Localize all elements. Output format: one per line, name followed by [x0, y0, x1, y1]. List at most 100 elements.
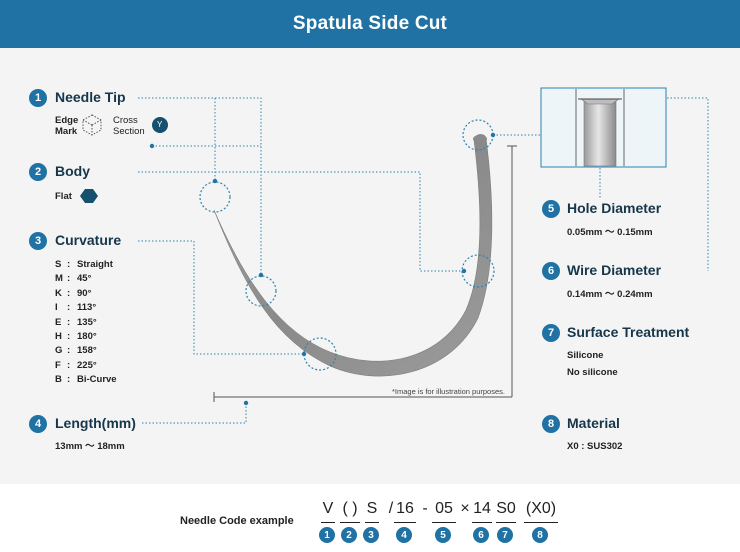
hole-diameter-title: Hole Diameter: [567, 200, 662, 216]
curvature-separator: :: [67, 345, 71, 357]
needle-code-number-badge: 1: [319, 527, 335, 543]
curvature-code: K: [55, 287, 62, 299]
hole-detail-panel: [540, 87, 667, 168]
edge-mark-label-2: Mark: [55, 126, 78, 137]
cross-section-icon: [152, 117, 168, 133]
curvature-separator: :: [67, 359, 71, 371]
curvature-separator: :: [67, 374, 71, 386]
curvature-code: S: [55, 259, 62, 270]
number-badge: 1: [29, 89, 47, 107]
curvature-value: 135°: [77, 316, 97, 328]
needle-code-underline: [432, 522, 456, 523]
cross-section-symbol: Y: [157, 120, 163, 129]
wire-diameter-range: 0.14mm ～ 0.24mm: [567, 289, 653, 300]
needle-code-char: S: [366, 500, 378, 517]
curvature-item: H:180°: [55, 331, 97, 342]
needle-shape: [213, 134, 493, 377]
edge-mark-icon: [82, 114, 102, 136]
needle-code-number-badge: 5: [435, 527, 451, 543]
needle-code-number-badge: 2: [341, 527, 357, 543]
curvature-value: 113°: [77, 302, 97, 314]
needle-code-underline: [472, 522, 492, 523]
curvature-separator: :: [67, 316, 71, 328]
number-badge: 4: [29, 415, 47, 433]
curvature-code: M: [55, 273, 63, 285]
needle-code-number-badge: 6: [473, 527, 489, 543]
curvature-title: Curvature: [55, 232, 122, 248]
number-badge: 7: [542, 324, 560, 342]
edge-mark-label-1: Edge: [55, 115, 79, 126]
curvature-code: I: [55, 302, 58, 314]
needle-code-char: S0: [496, 500, 516, 517]
curvature-item: F:225°: [55, 360, 97, 371]
needle-code-underline: [524, 522, 558, 523]
number-badge: 3: [29, 232, 47, 250]
number-badge: 5: [542, 200, 560, 218]
curvature-separator: :: [67, 273, 71, 285]
needle-code-underline: [340, 522, 360, 523]
wire-diameter-title: Wire Diameter: [567, 262, 662, 278]
cross-section-label-2: Section: [113, 126, 145, 137]
body-title: Body: [55, 163, 90, 179]
curvature-value: Bi-Curve: [77, 374, 117, 386]
curvature-code: E: [55, 316, 62, 328]
hole-diameter-range: 0.05mm ～ 0.15mm: [567, 227, 653, 238]
tip-circle: [199, 181, 231, 213]
curvature-value: 180°: [77, 331, 97, 342]
needle-code-number-badge: 4: [396, 527, 412, 543]
curvature-code: H: [55, 331, 62, 342]
number-badge: 2: [29, 163, 47, 181]
needle-code-char: 14: [473, 500, 491, 517]
curve-circle: [245, 275, 277, 307]
needle-code-number-badge: 8: [532, 527, 548, 543]
curvature-value: 90°: [77, 287, 92, 299]
curvature-separator: :: [67, 259, 71, 270]
curvature-value: 45°: [77, 273, 92, 285]
needle-code-underline: [496, 522, 516, 523]
needle-code-char: -: [422, 500, 428, 517]
curvature-item: I:113°: [55, 302, 96, 313]
needle-code-underline: [394, 522, 416, 523]
needle-code-char: /: [388, 500, 394, 517]
curvature-separator: :: [67, 287, 71, 299]
number-badge: 6: [542, 262, 560, 280]
curvature-item: G:158°: [55, 345, 97, 356]
curvature-item: K:90°: [55, 288, 91, 299]
needle-tip-title: Needle Tip: [55, 89, 126, 105]
illustration-note: *Image is for illustration purposes.: [392, 387, 505, 396]
curvature-separator: :: [67, 302, 71, 314]
needle-code-char: 05: [435, 500, 453, 517]
needle-code-char: (X0): [525, 500, 557, 517]
surface-treatment-title: Surface Treatment: [567, 324, 690, 340]
curvature-code: G: [55, 345, 63, 357]
curvature-item: M:45°: [55, 273, 91, 284]
curvature-item: E:135°: [55, 317, 97, 328]
curvature-value: 225°: [77, 359, 97, 371]
needle-code-number-badge: 7: [497, 527, 513, 543]
surface-option-silicone: Silicone: [567, 350, 604, 361]
material-title: Material: [567, 415, 620, 431]
needle-code-char: ×: [460, 500, 470, 517]
body-flat-label: Flat: [55, 191, 72, 202]
curvature-item: S: Straight: [55, 259, 113, 270]
needle-code-underline: [365, 522, 379, 523]
curvature-value: 158°: [77, 345, 97, 357]
cross-section-label-1: Cross: [113, 115, 138, 126]
flat-body-icon: [80, 189, 98, 203]
curvature-code: F: [55, 359, 61, 371]
needle-code-number-badge: 3: [363, 527, 379, 543]
needle-eye-end: [473, 135, 487, 143]
number-badge: 8: [542, 415, 560, 433]
needle-code-char: V: [322, 500, 334, 517]
needle-code-char: 16: [396, 500, 414, 517]
page-header: Spatula Side Cut: [0, 0, 740, 48]
curvature-code: B: [55, 374, 62, 386]
material-value: X0 : SUS302: [567, 441, 623, 452]
page-title: Spatula Side Cut: [292, 13, 448, 34]
needle-diagram: [80, 87, 709, 424]
needle-code-label: Needle Code example: [180, 515, 294, 527]
curvature-item: B: Bi-Curve: [55, 374, 117, 385]
surface-option-no-silicone: No silicone: [567, 367, 618, 378]
curvature-value: Straight: [77, 259, 113, 270]
